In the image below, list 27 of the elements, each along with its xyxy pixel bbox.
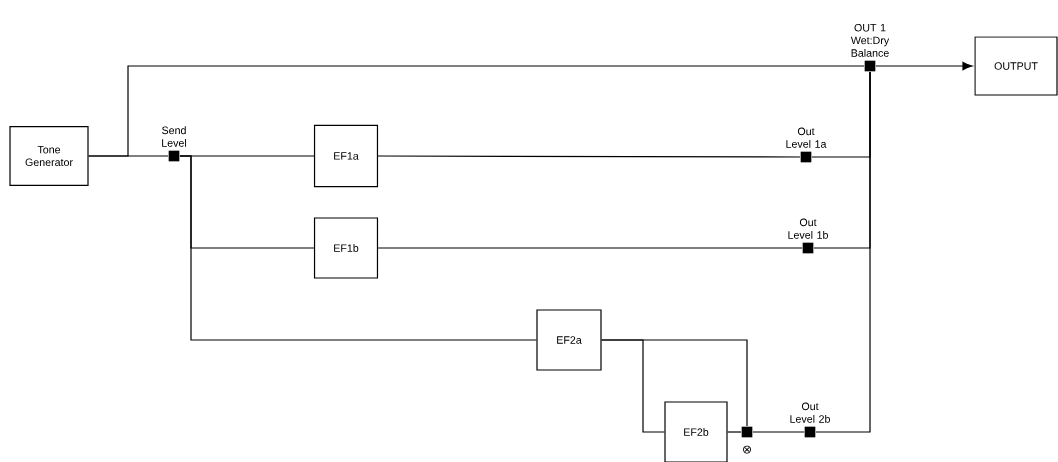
output-box: OUTPUT [974,36,1058,96]
level-control: Out Level 2b [790,402,830,438]
signal-line [179,155,537,341]
node-label: Out Level 2b [790,402,830,423]
mixer-node: ⊗ [741,426,753,454]
effect-block: EF1a [313,124,379,188]
arrow [875,61,973,71]
signal-line [727,431,742,433]
level-control: OUT 1 Wet:Dry Balance [850,23,890,72]
effect-block: EF1b [313,217,379,279]
node-label: Send Level [162,126,187,147]
node-label: ⊗ [743,445,751,454]
signal-line [377,247,803,249]
node-label: OUT 1 Wet:Dry Balance [850,23,890,57]
node-label: Out Level 1a [786,127,827,148]
signal-line [377,155,801,158]
level-control: Out Level 1b [788,218,828,254]
effect-block: EF2a [536,309,602,371]
generator-box: Tone Generator [9,125,89,187]
signal-line [601,339,748,427]
level-control: Out Level 1a [786,127,827,163]
signal-line [752,431,805,433]
node-label: Out Level 1b [788,218,828,239]
effect-block: EF2b [664,401,728,462]
signal-line [815,71,871,433]
level-control: Send Level [162,126,187,162]
signal-line [88,65,865,157]
